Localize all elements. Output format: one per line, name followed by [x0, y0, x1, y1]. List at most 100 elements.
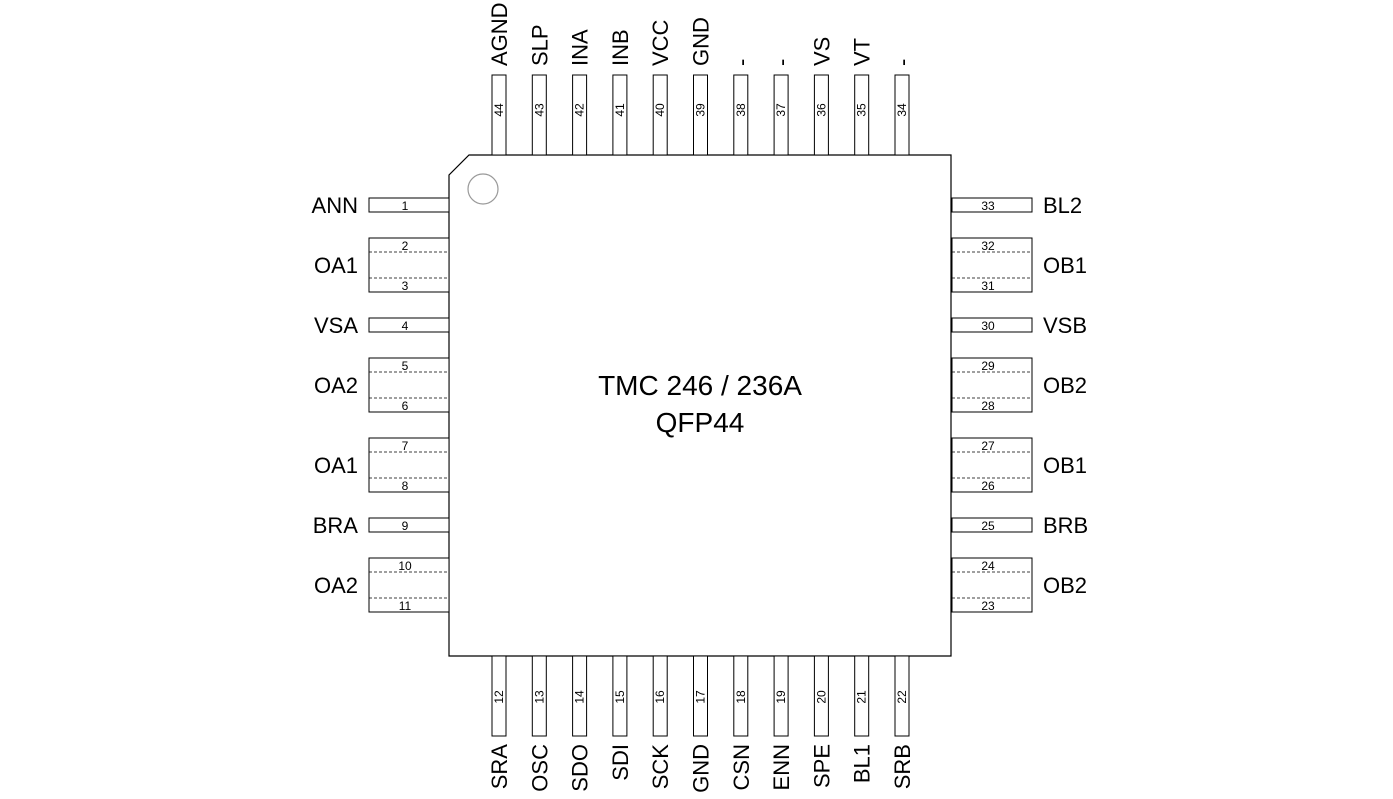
- top-pin-name: -: [729, 59, 754, 66]
- top-pin-number: 40: [653, 103, 667, 117]
- left-pin-number: 2: [402, 239, 409, 253]
- bottom-pin-number: 19: [774, 690, 788, 704]
- top-pin-number: 35: [855, 103, 869, 117]
- right-pin-number: 30: [981, 319, 995, 333]
- left-pin-name: OA2: [314, 373, 358, 398]
- right-pin-name: BRB: [1043, 513, 1088, 538]
- bottom-pin-lead: [773, 655, 789, 737]
- bottom-pin-number: 12: [492, 690, 506, 704]
- right-pin-number: 23: [981, 599, 995, 613]
- right-pin-group: 30 VSB: [951, 313, 1087, 338]
- bottom-pin-lead: [612, 655, 628, 737]
- bottom-pin-number: 20: [814, 690, 828, 704]
- right-pin-lead-pair: [951, 357, 1033, 413]
- left-pin-number: 1: [402, 199, 409, 213]
- right-pin-name: BL2: [1043, 193, 1082, 218]
- left-pin-lead: [368, 197, 450, 213]
- top-pin-number: 37: [774, 103, 788, 117]
- bottom-pin-name: SPE: [809, 744, 834, 788]
- top-pin-number: 42: [573, 103, 587, 117]
- top-pin-lead: [491, 74, 507, 156]
- top-pin-name: -: [769, 59, 794, 66]
- chip-package: QFP44: [656, 407, 745, 438]
- top-pin-lead: [733, 74, 749, 156]
- chip-body: [448, 154, 952, 657]
- top-pin-name: INA: [568, 29, 593, 66]
- bottom-pin-lead: [652, 655, 668, 737]
- bottom-pin-number: 15: [613, 690, 627, 704]
- top-pin-name: -: [890, 59, 915, 66]
- left-pin-number: 7: [402, 439, 409, 453]
- bottom-pin-number: 21: [855, 690, 869, 704]
- bottom-pin-name: CSN: [729, 744, 754, 790]
- right-pin-lead-pair: [951, 237, 1033, 293]
- left-pin-number: 9: [402, 519, 409, 533]
- left-pin-lead-pair: [368, 357, 450, 413]
- left-pin-number: 3: [402, 279, 409, 293]
- bottom-pin-number: 18: [734, 690, 748, 704]
- bottom-pin-name: SDI: [608, 744, 633, 781]
- left-pin-name: OA1: [314, 253, 358, 278]
- right-pin-number: 25: [981, 519, 995, 533]
- right-pin-lead: [951, 517, 1033, 533]
- top-pin-number: 43: [532, 103, 546, 117]
- top-pins: 44AGND43SLP42INA41INB40VCC39GND38-37-36V…: [487, 2, 915, 156]
- bottom-pin-lead: [854, 655, 870, 737]
- top-pin: 37 -: [769, 59, 794, 156]
- left-pin-number: 11: [399, 599, 412, 613]
- bottom-pin-name: SDO: [568, 744, 593, 792]
- bottom-pin-name: ENN: [769, 744, 794, 790]
- top-pin-lead: [572, 74, 588, 156]
- bottom-pin-number: 17: [694, 690, 708, 704]
- right-pin-number: 31: [981, 279, 995, 293]
- left-pin-name: ANN: [312, 193, 358, 218]
- right-pin-name: OB2: [1043, 573, 1087, 598]
- bottom-pin-number: 16: [653, 690, 667, 704]
- left-pin-lead-pair: [368, 437, 450, 493]
- right-pin-number: 32: [981, 239, 995, 253]
- bottom-pin-name: OSC: [527, 744, 552, 792]
- top-pin-number: 38: [734, 103, 748, 117]
- top-pin-lead: [612, 74, 628, 156]
- left-pin-number: 10: [398, 559, 412, 573]
- right-pin-lead: [951, 197, 1033, 213]
- left-pin-lead-pair: [368, 557, 450, 613]
- left-pin-name: VSA: [314, 313, 358, 338]
- top-pin: 34 -: [890, 59, 915, 156]
- right-pin-number: 29: [981, 359, 995, 373]
- top-pin-number: 34: [895, 103, 909, 117]
- bottom-pin-number: 22: [895, 690, 909, 704]
- chip-title: TMC 246 / 236A: [598, 370, 802, 401]
- pin1-marker-circle: [467, 173, 499, 205]
- left-pin-lead: [368, 317, 450, 333]
- bottom-pin-name: SRB: [890, 744, 915, 789]
- top-pin-number: 44: [492, 103, 506, 117]
- right-pin-name: OB2: [1043, 373, 1087, 398]
- top-pin-number: 41: [613, 103, 627, 117]
- right-pin-number: 26: [981, 479, 995, 493]
- right-pin-name: VSB: [1043, 313, 1087, 338]
- left-pin-lead: [368, 517, 450, 533]
